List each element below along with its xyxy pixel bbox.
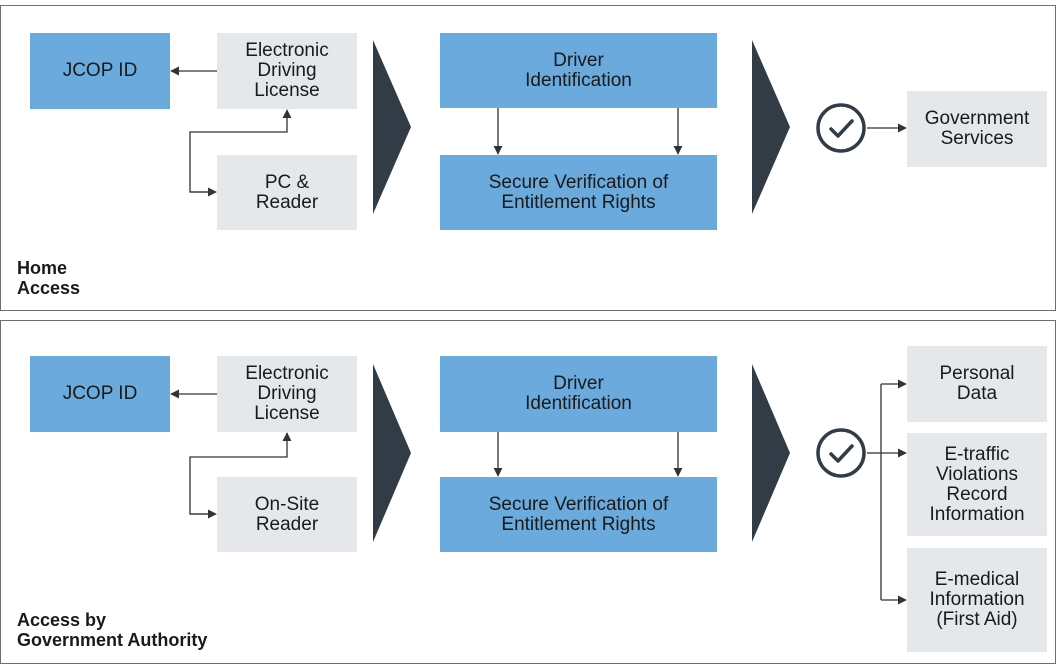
chevron-arrow-2 [752, 40, 790, 214]
secure-verification-box: Secure Verification of Entitlement Right… [440, 477, 717, 552]
check-circle-icon [816, 428, 866, 478]
secure-verification-box: Secure Verification of Entitlement Right… [440, 155, 717, 230]
output-e-traffic-violations-box: E-traffic Violations Record Information [907, 433, 1047, 536]
check-circle-icon [816, 103, 866, 153]
pc-reader-box: PC & Reader [217, 155, 357, 230]
driver-identification-box: Driver Identification [440, 356, 717, 432]
chevron-arrow-4 [752, 364, 790, 542]
chevron-arrow-3 [373, 364, 411, 542]
arrow-reader-to-license [189, 109, 292, 193]
electronic-driving-license-box: Electronic Driving License [217, 356, 357, 432]
output-personal-data-box: Personal Data [907, 346, 1047, 422]
output-e-medical-information-box: E-medical Information (First Aid) [907, 548, 1047, 652]
arrow-reader-to-license [189, 432, 292, 515]
chevron-arrow-1 [373, 40, 411, 214]
on-site-reader-box: On-Site Reader [217, 477, 357, 552]
jcop-id-box: JCOP ID [30, 356, 170, 432]
electronic-driving-license-box: Electronic Driving License [217, 33, 357, 109]
driver-identification-box: Driver Identification [440, 33, 717, 108]
jcop-id-box: JCOP ID [30, 33, 170, 109]
output-government-services-box: Government Services [907, 91, 1047, 167]
panel-caption-government-authority: Access by Government Authority [17, 610, 208, 650]
panel-caption-home-access: Home Access [17, 258, 81, 298]
